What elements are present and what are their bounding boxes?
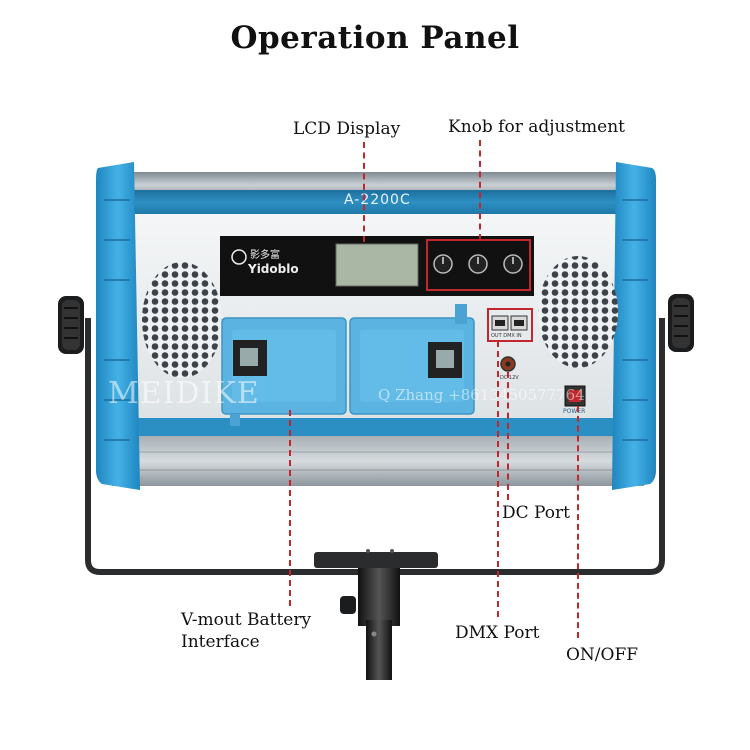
battery-plate-right (349, 304, 475, 415)
adjustment-knobs (433, 254, 523, 274)
brand-logo-icon (231, 249, 247, 265)
page-title: Operation Panel (230, 20, 520, 56)
right-lock-knob (668, 294, 694, 352)
dmx-callout-box (487, 308, 533, 342)
left-vent-grille (142, 262, 222, 378)
knob-callout-line (479, 140, 481, 240)
stand-spigot (358, 568, 400, 626)
battery-label-line1: V-mout Battery (181, 610, 312, 630)
lcd-display-label: LCD Display (293, 119, 401, 139)
dmx-port-label: OUT DMX IN (491, 333, 522, 339)
on-off-label: ON/OFF (566, 645, 639, 665)
battery-plate-left (221, 317, 347, 426)
brand-name-cn: 影多富 (250, 250, 280, 261)
battery-callout-line (289, 410, 291, 606)
knob-label: Knob for adjustment (448, 117, 625, 137)
brand-name: Yidoblo (248, 262, 299, 276)
right-side-cap (612, 162, 656, 490)
dmx-port-callout-label: DMX Port (455, 623, 540, 643)
dc-port-callout-label: DC Port (502, 503, 570, 523)
right-vent-grille (538, 256, 618, 368)
knob-callout-box (426, 239, 531, 291)
dc-port-label: DC 12V (500, 375, 519, 381)
dc-callout-line (507, 372, 509, 500)
watermark-right: Q Zhang +8613450577764 (378, 386, 585, 404)
left-lock-knob (58, 296, 84, 354)
lcd-screen (335, 243, 419, 287)
battery-label-line2: Interface (181, 632, 260, 652)
lcd-callout-line (363, 142, 365, 242)
housing-lower-blue (112, 418, 644, 436)
power-label: POWER (563, 408, 586, 415)
stand-plate (314, 552, 438, 568)
power-callout-line (577, 406, 579, 638)
model-label: A-2200C (344, 192, 411, 208)
stand-pole (366, 620, 392, 680)
housing-blue-band (112, 190, 644, 214)
dmx-callout-line (497, 341, 499, 617)
left-side-cap (96, 162, 140, 490)
watermark-left: MEIDIKE (108, 376, 260, 411)
dmx-port-icon (491, 315, 528, 331)
housing-bottom-bar (112, 436, 644, 486)
